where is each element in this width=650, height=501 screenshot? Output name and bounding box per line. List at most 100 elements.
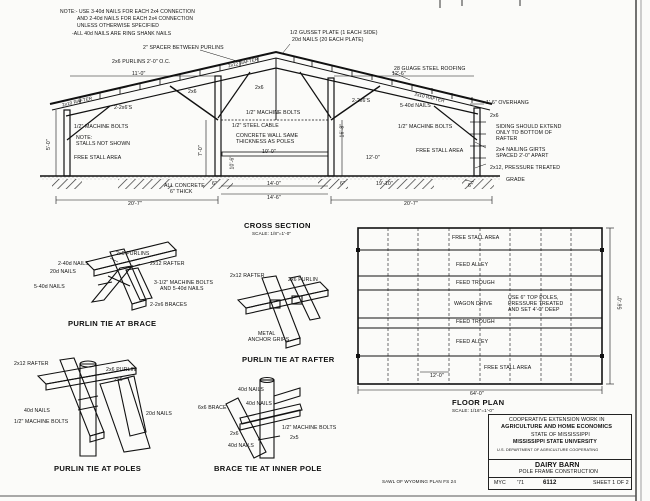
- plan-dim-depth: 56'-0": [617, 295, 624, 310]
- poles-label-1: 2x6 PURLIN: [106, 367, 136, 373]
- label-machine-bolts-mid: 1/2" MACHINE BOLTS: [246, 110, 301, 116]
- tb-subtitle: POLE FRAME CONSTRUCTION: [519, 469, 598, 475]
- floor-plan-drawing: [356, 227, 614, 394]
- brace-label-7: 2-2x6 BRACES: [150, 302, 187, 308]
- plan-row-0: FREE STALL AREA: [452, 235, 500, 241]
- pole-label-5: 2x5: [290, 435, 299, 441]
- label-concrete-wall-2: THICKNESS AS POLES: [236, 139, 295, 145]
- pole-label-3: 1/2" MACHINE BOLTS: [282, 425, 337, 431]
- tb-project: DAIRY BARN: [535, 462, 580, 469]
- purlin-rafter-title: PURLIN TIE AT RAFTER: [242, 355, 335, 364]
- dim-6-a: 6": [212, 181, 217, 187]
- footer-note: SAWL OF WYOMING PLAN FS 24: [382, 479, 456, 484]
- poles-label-2: 2x6: [114, 377, 123, 383]
- dim-6-b: 6": [340, 181, 345, 187]
- label-right-2x6: 2x6: [490, 113, 499, 119]
- label-siding: SIDING SHOULD EXTEND: [496, 124, 562, 130]
- brace-label-5: 3-1/2" MACHINE BOLTS: [154, 280, 214, 286]
- label-spacer: 2" SPACER BETWEEN PURLINS: [143, 45, 224, 51]
- tb-number: 6112: [543, 480, 557, 486]
- note-line-2: AND 2-40d NAILS FOR EACH 2x4 CONNECTION: [77, 16, 194, 22]
- tb-sheet: SHEET 1 OF 2: [593, 480, 629, 486]
- pole-label-4: 2x6: [230, 431, 239, 437]
- poles-label-0: 2x12 RAFTER: [14, 361, 49, 367]
- plan-row-4: FEED TROUGH: [456, 319, 495, 325]
- plan-note-0: USE 6" TOP POLES,: [508, 295, 559, 301]
- brace-label-1: 2-40d NAILS: [58, 261, 89, 267]
- pole-label-6: 40d NAILS: [228, 443, 254, 449]
- label-machine-bolts-left: 1/2" MACHINE BOLTS: [74, 124, 129, 130]
- poles-label-3: 40d NAILS: [24, 408, 50, 414]
- dim-14-6: 14'-6": [267, 195, 281, 201]
- plan-row-5: FEED ALLEY: [456, 339, 489, 345]
- plan-note-2: AND SET 4'-0" DEEP: [508, 307, 560, 313]
- title-block: COOPERATIVE EXTENSION WORK IN AGRICULTUR…: [488, 414, 632, 490]
- purlin-poles-title: PURLIN TIE AT POLES: [54, 464, 142, 473]
- label-pressure-treated: 2x12, PRESSURE TREATED: [490, 165, 561, 171]
- label-roofing: 28 GUAGE STEEL ROOFING: [394, 66, 466, 72]
- label-brace-2x6: 2x6: [188, 89, 197, 95]
- label-gusset-nails: 20d NAILS (20 EACH PLATE): [292, 37, 364, 43]
- label-all-concrete-2: 6" THICK: [170, 189, 193, 195]
- label-girts-2: SPACED 2'-0" APART: [496, 153, 549, 159]
- label-40d-nails: 5-40d NAILS: [400, 103, 431, 109]
- tb-line-3: STATE OF MISSISSIPPI: [531, 432, 590, 438]
- tb-line-1: COOPERATIVE EXTENSION WORK IN: [509, 417, 605, 423]
- label-brace-2-2x6-b: 2-2x6'S: [352, 98, 371, 104]
- label-overhang: 1'-6" OVERHANG: [486, 100, 529, 106]
- label-machine-bolts-right: 1/2" MACHINE BOLTS: [398, 124, 453, 130]
- note-line-3: UNLESS OTHERWISE SPECIFIED: [77, 23, 159, 29]
- plan-row-2: FEED TROUGH: [456, 280, 495, 286]
- dim-10-6: 10'-6": [229, 155, 236, 170]
- purlin-tie-poles-drawing: [36, 357, 151, 457]
- dim-20-7-right: 20'-7": [404, 201, 418, 207]
- dim-10-0: 10'-0": [262, 149, 276, 155]
- brace-tie-pole-drawing: [225, 376, 303, 459]
- tb-year: '71: [517, 480, 525, 486]
- brace-label-4: 5-40d NAILS: [34, 284, 65, 290]
- dim-19-10: 19'-10": [376, 181, 393, 187]
- poles-label-4: 20d NAILS: [146, 411, 172, 417]
- dim-20-7-left: 20'-7": [128, 201, 142, 207]
- poles-label-5: 1/2" MACHINE BOLTS: [14, 419, 69, 425]
- cross-section-title: CROSS SECTION: [244, 221, 311, 230]
- cross-section-scale: SCALE: 1/8"=1'-0": [252, 231, 292, 236]
- label-brace-2x6-b: 2x6: [255, 85, 264, 91]
- dim-7-0: 7'-0": [197, 145, 204, 157]
- plan-dim-width: 64'-0": [470, 391, 484, 397]
- label-grade: GRADE: [506, 177, 525, 183]
- plan-dim-bay: 12'-0": [430, 373, 444, 379]
- label-all-concrete: ALL CONCRETE: [164, 183, 205, 189]
- plan-row-3: WAGON DRIVE: [454, 301, 493, 307]
- plan-row-1: FEED ALLEY: [456, 262, 489, 268]
- tb-line-4: MISSISSIPPI STATE UNIVERSITY: [513, 439, 597, 445]
- dim-5-0: 5'-0": [45, 139, 52, 151]
- brace-pole-title: BRACE TIE AT INNER POLE: [214, 464, 322, 473]
- rafter-label-2: METAL: [258, 331, 276, 337]
- label-purlins: 2x6 PURLINS 2'-0" O.C.: [112, 59, 171, 65]
- dim-12-0: 12'-0": [366, 155, 380, 161]
- dim-14-0: 14'-0": [267, 181, 281, 187]
- purlin-tie-brace-drawing: [84, 241, 178, 311]
- label-steel-cable: 1/2" STEEL CABLE: [232, 123, 279, 129]
- dim-12-6: 12'-6": [392, 71, 406, 77]
- label-gusset: 1/2 GUSSET PLATE (1 EACH SIDE): [290, 30, 378, 36]
- tb-code: MYC: [494, 480, 506, 486]
- plan-note-1: PRESSURE TREATED: [508, 301, 564, 307]
- label-note-stalls: NOTE:: [76, 135, 93, 141]
- brace-label-6: AND 5-40d NAILS: [160, 286, 204, 292]
- label-free-stall-right: FREE STALL AREA: [416, 148, 464, 154]
- dim-6-c: 6": [468, 183, 473, 189]
- label-concrete-wall: CONCRETE WALL SAME: [236, 133, 299, 139]
- dim-11-0: 11'-0": [132, 71, 146, 77]
- note-line-4: -ALL 40d NAILS ARE RING SHANK NAILS: [72, 31, 172, 37]
- brace-label-0: 2x6 PURLINS: [116, 251, 150, 257]
- label-siding-3: RAFTER: [496, 136, 518, 142]
- brace-label-3: 20d NAILS: [50, 269, 76, 275]
- floor-plan-title: FLOOR PLAN: [452, 398, 505, 407]
- label-free-stall-left: FREE STALL AREA: [74, 155, 122, 161]
- rafter-label-0: 2x12 RAFTER: [230, 273, 265, 279]
- brace-label-2: 2x12 RAFTER: [150, 261, 185, 267]
